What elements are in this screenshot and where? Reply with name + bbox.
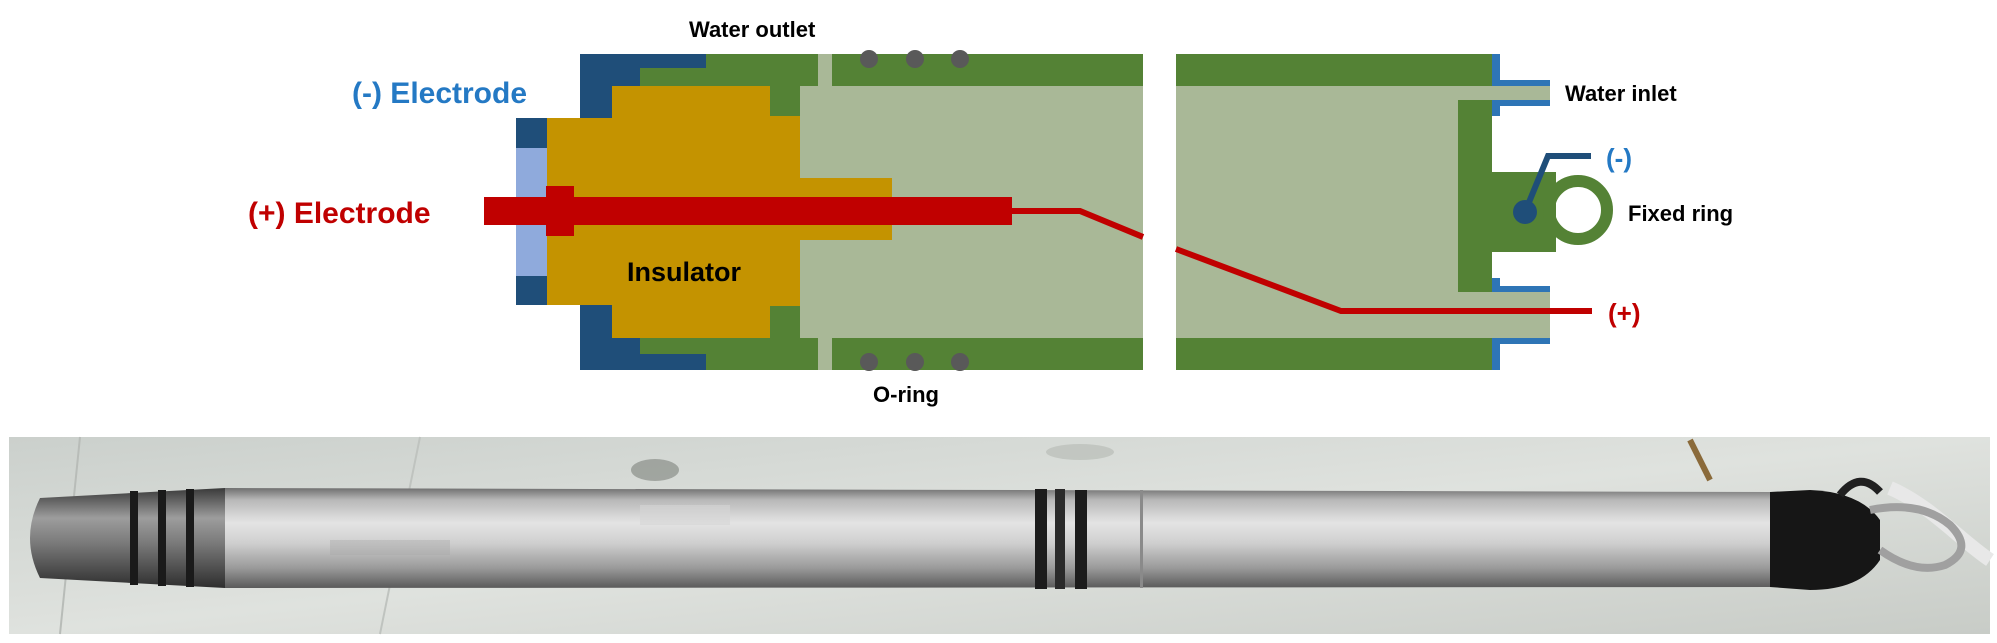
label-fixed-ring: Fixed ring xyxy=(1628,201,1733,226)
photo-joint-ring-3 xyxy=(1075,490,1087,589)
photo-rear-wire xyxy=(1836,477,1883,498)
photo-joint-ring-2 xyxy=(1055,489,1065,589)
label-positive-electrode: (+) Electrode xyxy=(248,197,431,230)
photo-tube xyxy=(225,488,1770,588)
o-ring-bottom-2 xyxy=(906,353,924,371)
photo-joint-ring-1 xyxy=(1035,489,1047,589)
o-ring-bottom-3 xyxy=(951,353,969,371)
label-water-outlet: Water outlet xyxy=(689,17,816,42)
photo-rear-cap xyxy=(1770,490,1880,590)
photo-stain-2 xyxy=(1046,444,1114,460)
photo-front-cap xyxy=(30,488,225,588)
photo-cap-ring-1 xyxy=(130,491,138,585)
label-water-inlet: Water inlet xyxy=(1565,81,1677,106)
o-ring-top-2 xyxy=(906,50,924,68)
photo-rear-hook xyxy=(1869,503,1966,572)
negative-terminal-wire xyxy=(1522,153,1591,214)
probe-photo xyxy=(9,436,1994,635)
inlet-pipe-mid-top xyxy=(1492,100,1550,116)
photo-cap-ring-2 xyxy=(158,490,166,586)
inlet-pipe-top xyxy=(1492,54,1550,86)
positive-wire-right xyxy=(1174,246,1592,314)
ring-groove-top xyxy=(818,54,832,86)
inlet-port-top xyxy=(1458,86,1550,100)
photo-scuff xyxy=(640,505,730,525)
positive-wire-left xyxy=(1012,208,1145,240)
o-ring-top-1 xyxy=(860,50,878,68)
photo-joint-seam xyxy=(1140,490,1143,588)
photo-scuff-2 xyxy=(330,540,450,555)
positive-electrode-collar xyxy=(546,186,574,236)
cavity-right xyxy=(1176,86,1458,338)
inlet-pipe-mid-bottom xyxy=(1492,278,1550,292)
housing-bottom-wall-right xyxy=(1176,338,1492,370)
label-negative-electrode: (-) Electrode xyxy=(352,77,527,110)
photo-cap-ring-3 xyxy=(186,489,194,587)
cross-section-diagram: Water outlet (-) Electrode (+) Electrode… xyxy=(248,17,1733,407)
o-ring-top-3 xyxy=(951,50,969,68)
inlet-port-bottom xyxy=(1458,292,1550,338)
label-o-ring: O-ring xyxy=(873,382,939,407)
label-positive-terminal: (+) xyxy=(1608,298,1641,328)
ring-groove-bottom xyxy=(818,338,832,370)
photo-clip xyxy=(1687,438,1713,482)
negative-terminal-dot xyxy=(1513,200,1537,224)
photo-stain xyxy=(631,459,679,481)
o-ring-bottom-1 xyxy=(860,353,878,371)
fixed-ring xyxy=(1543,175,1613,245)
label-negative-terminal: (-) xyxy=(1606,143,1632,173)
housing-top-wall-right xyxy=(1176,54,1492,86)
inlet-pipe-bottom xyxy=(1492,338,1550,370)
label-insulator: Insulator xyxy=(627,257,742,287)
